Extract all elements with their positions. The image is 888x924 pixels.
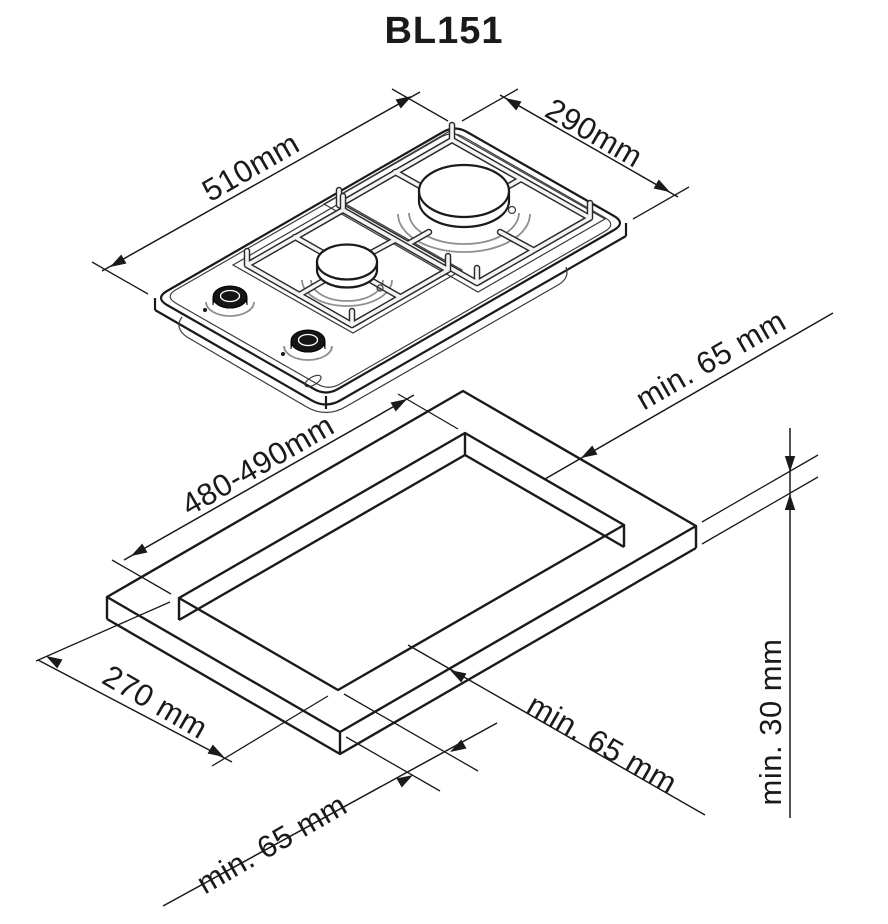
igniter-small <box>376 284 384 292</box>
knob-indicator-dot <box>281 352 285 356</box>
cutout-inner-walls <box>177 433 626 622</box>
knob-indicator-dot <box>203 308 207 312</box>
worktop-drawing <box>105 389 698 756</box>
hob-width-label: 510mm <box>196 125 305 208</box>
burner-large <box>417 163 517 229</box>
igniter-large <box>507 205 517 215</box>
model-title: BL151 <box>384 10 503 52</box>
control-knob-right <box>281 329 333 361</box>
hob-depth-label: 290mm <box>540 91 649 174</box>
burner-tray-right <box>322 130 607 293</box>
burner-small <box>315 243 384 292</box>
hob-body <box>153 223 628 414</box>
cutout-length-label: 480-490mm <box>175 407 340 522</box>
worktop-thickness-label: min. 30 mm <box>753 639 788 806</box>
hob-isometric-drawing <box>153 125 628 414</box>
burner-tray-left <box>231 201 464 334</box>
rear-clearance-label: min. 65 mm <box>630 303 792 417</box>
control-knob-left <box>203 285 255 317</box>
front-left-clearance-label: min. 65 mm <box>191 787 353 901</box>
front-right-clearance-label: min. 65 mm <box>521 687 683 801</box>
brand-logo-mark <box>304 374 322 388</box>
worktop-thickness-dimension: min. 30 mm <box>701 428 819 818</box>
worktop-thickness-edges <box>105 526 698 756</box>
cutout-width-dimension: 270 mm <box>35 601 329 767</box>
front-right-clearance-dimension: min. 65 mm <box>407 644 706 816</box>
